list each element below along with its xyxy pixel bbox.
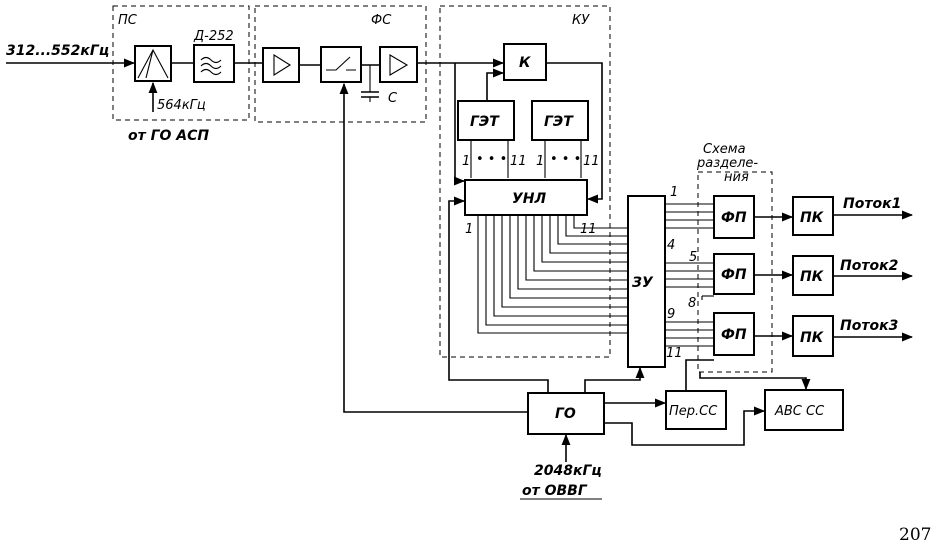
zu-fp-lines <box>665 203 714 347</box>
split-label-3: ния <box>724 170 749 185</box>
zu-out-1: 1 <box>670 185 678 200</box>
get-block-1-label: ГЭТ <box>470 114 500 130</box>
unl-out-11: 11 <box>580 222 597 237</box>
capacitor-label: С <box>388 91 398 106</box>
zu-block <box>627 195 666 368</box>
get1-tap-dots: • • • <box>476 152 507 167</box>
unl-zu-bus <box>477 215 628 334</box>
avs-ss-block <box>764 389 844 431</box>
input-frequency-label: 312...552кГц <box>6 43 109 59</box>
unl-out-1: 1 <box>465 222 473 237</box>
output-3-label: Поток3 <box>840 318 898 334</box>
amplifier-1-block <box>262 47 300 83</box>
per-ss-to-fp3-line <box>685 359 714 391</box>
go-to-unl-line <box>448 196 549 393</box>
avs-ss-label: АВС СС <box>774 404 825 419</box>
ku-group-frame <box>439 5 611 358</box>
switch-symbol <box>326 56 356 71</box>
zu-out-11: 11 <box>666 346 683 361</box>
from-ovvg-label: от ОВВГ <box>522 483 588 499</box>
get-block-1 <box>457 100 515 141</box>
zu-out-5: 5 <box>689 250 697 265</box>
amplifier-2-symbol <box>389 54 409 76</box>
fp-block-2-label: ФП <box>721 267 747 283</box>
switch-block <box>320 46 362 83</box>
fp-block-1 <box>713 195 755 239</box>
get2-tap-1: 1 <box>536 154 544 169</box>
filter-d252-label: Д-252 <box>193 29 234 44</box>
get1-tap-1: 1 <box>462 154 470 169</box>
fp-block-2 <box>713 253 755 295</box>
comparator-k-block <box>503 43 547 81</box>
pk-block-3-label: ПК <box>800 330 824 346</box>
output-1-label: Поток1 <box>843 196 901 212</box>
amplifier-2-block <box>379 46 418 83</box>
freq-2048-label: 2048кГц <box>534 463 602 479</box>
fp-block-3 <box>713 312 755 356</box>
zu-label: ЗУ <box>632 275 654 291</box>
go-to-avs-ss-line <box>604 406 766 446</box>
from-go-asp-label: от ГО АСП <box>128 128 209 144</box>
modulator-symbol <box>137 48 169 79</box>
go-to-zu-line <box>584 366 645 393</box>
go-label: ГО <box>555 406 576 422</box>
split-label-1: Схема <box>703 142 746 157</box>
get-unl-taps <box>470 140 582 178</box>
fp-block-3-label: ФП <box>721 327 747 343</box>
comparator-k-label: К <box>519 55 531 71</box>
unl-label: УНЛ <box>512 191 547 207</box>
filter-symbol <box>200 56 222 76</box>
modulator-block <box>134 45 172 82</box>
pk-block-1-label: ПК <box>800 210 824 226</box>
per-ss-block <box>665 390 727 430</box>
k-to-get-feedback <box>486 68 505 100</box>
zu-out-9: 9 <box>667 307 675 322</box>
fp-to-avs-ss-line <box>699 372 811 391</box>
output-2-label: Поток2 <box>840 258 898 274</box>
split-label-2: разделе- <box>696 156 758 171</box>
k-to-unl-line <box>546 62 603 204</box>
get-block-2 <box>531 100 589 141</box>
pk-block-3 <box>792 315 834 357</box>
get1-tap-11: 11 <box>510 154 527 169</box>
fs-group-frame <box>254 5 427 123</box>
filter-d252-block <box>193 44 235 83</box>
get2-tap-11: 11 <box>583 154 600 169</box>
pk-block-1 <box>792 196 834 236</box>
ps-group-label: ПС <box>118 13 138 28</box>
page-number: 207 <box>899 525 931 545</box>
pk-block-2-label: ПК <box>800 269 824 285</box>
get-block-2-label: ГЭТ <box>544 114 574 130</box>
go-to-switch-line <box>339 82 528 413</box>
ku-group-label: КУ <box>572 13 590 28</box>
freq-564-label: 564кГц <box>157 98 206 113</box>
zu-out-4: 4 <box>667 238 675 253</box>
fp-block-1-label: ФП <box>721 210 747 226</box>
amplifier-1-symbol <box>273 54 292 76</box>
zu-out-8: 8 <box>688 296 696 311</box>
per-ss-label: Пер.СС <box>669 404 718 419</box>
split-scheme-frame <box>697 171 773 373</box>
fs-group-label: ФС <box>371 13 392 28</box>
get2-tap-dots: • • • <box>550 152 581 167</box>
